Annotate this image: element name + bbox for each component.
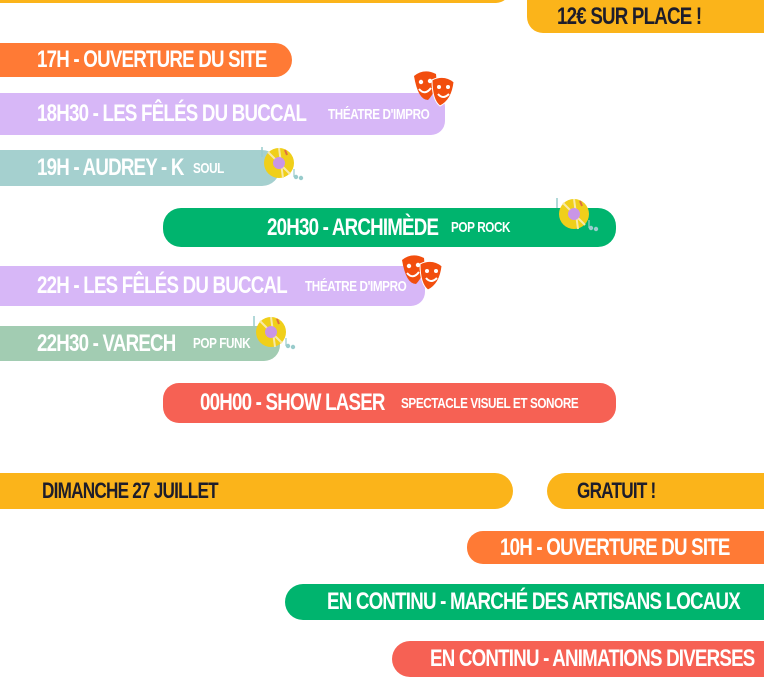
vinyl-record-icon xyxy=(253,315,297,351)
event-title: EN CONTINU - MARCHÉ DES ARTISANS LOCAUX xyxy=(327,588,741,615)
theater-masks-icon xyxy=(413,70,455,107)
event-17h: 17H - OUVERTURE DU SITE xyxy=(0,43,292,77)
theater-masks-icon xyxy=(401,254,443,291)
saturday-price-badge: 12€ SUR PLACE ! xyxy=(527,0,764,33)
sunday-price: GRATUIT ! xyxy=(577,478,656,503)
event-genre: SOUL xyxy=(193,159,224,177)
event-marche: EN CONTINU - MARCHÉ DES ARTISANS LOCAUX xyxy=(285,584,764,620)
event-title: 22H30 - VARECH xyxy=(37,329,176,357)
top-banner-bar xyxy=(0,0,510,3)
event-title: EN CONTINU - ANIMATIONS DIVERSES xyxy=(430,645,755,672)
event-animations: EN CONTINU - ANIMATIONS DIVERSES xyxy=(392,641,764,677)
event-genre: POP FUNK xyxy=(192,335,251,352)
event-00h00: 00H00 - SHOW LASER SPECTACLE VISUEL ET S… xyxy=(163,383,616,423)
event-title: 17H - OUVERTURE DU SITE xyxy=(37,46,267,73)
event-genre: POP ROCK xyxy=(450,219,510,236)
event-title: 19H - AUDREY - K xyxy=(37,154,184,181)
sunday-day: DIMANCHE 27 JUILLET xyxy=(42,478,219,503)
event-genre: THÉATRE D'IMPRO xyxy=(305,277,407,295)
event-22h30: 22H30 - VARECH POP FUNK xyxy=(0,326,280,361)
vinyl-record-icon xyxy=(261,146,305,182)
event-genre: THÉATRE D'IMPRO xyxy=(328,105,430,123)
event-19h: 19H - AUDREY - K SOUL xyxy=(0,150,280,186)
event-title: 00H00 - SHOW LASER xyxy=(200,389,385,416)
event-genre: SPECTACLE VISUEL ET SONORE xyxy=(400,394,579,412)
event-title: 18H30 - LES FÊLÉS DU BUCCAL xyxy=(37,100,307,127)
saturday-price: 12€ SUR PLACE ! xyxy=(557,2,702,30)
event-10h: 10H - OUVERTURE DU SITE xyxy=(467,531,764,564)
event-18h30: 18H30 - LES FÊLÉS DU BUCCAL THÉATRE D'IM… xyxy=(0,93,445,135)
vinyl-record-icon xyxy=(556,197,600,233)
sunday-price-badge: GRATUIT ! xyxy=(547,473,764,509)
event-20h30: 20H30 - ARCHIMÈDE POP ROCK xyxy=(163,208,616,247)
event-22h: 22H - LES FÊLÉS DU BUCCAL THÉATRE D'IMPR… xyxy=(0,266,425,306)
event-title: 22H - LES FÊLÉS DU BUCCAL xyxy=(37,272,288,299)
event-title: 20H30 - ARCHIMÈDE xyxy=(267,213,439,241)
sunday-day-header: DIMANCHE 27 JUILLET xyxy=(0,473,513,509)
event-title: 10H - OUVERTURE DU SITE xyxy=(500,533,730,561)
